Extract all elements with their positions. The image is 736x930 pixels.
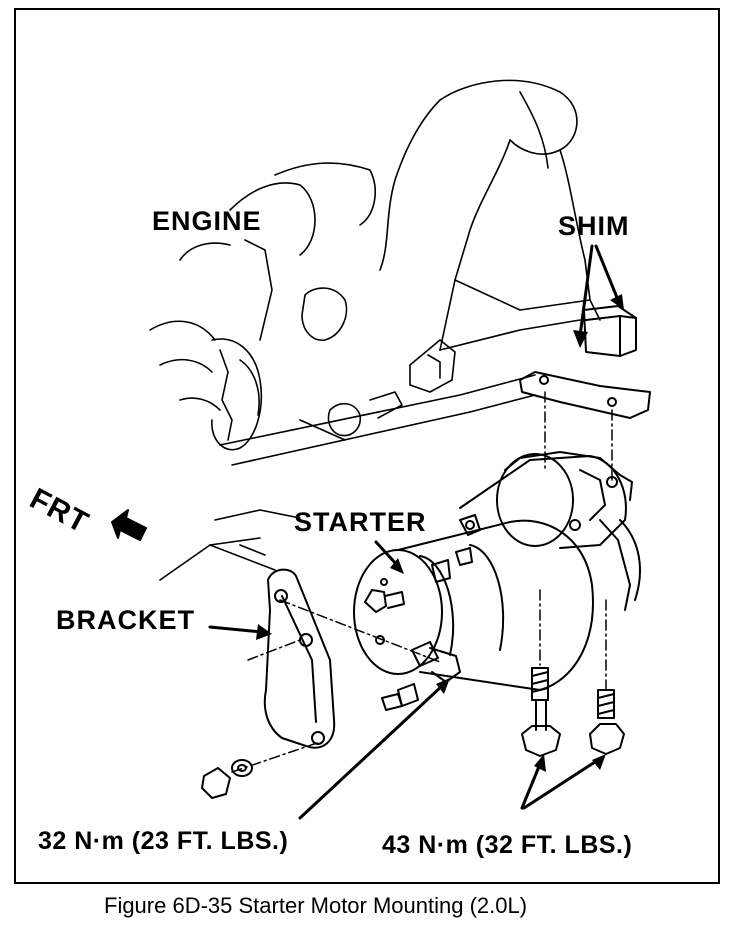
leader-lines <box>208 540 600 820</box>
engine-label: ENGINE <box>152 206 262 236</box>
shim-arrows <box>578 244 620 338</box>
shim-arrowheads <box>573 294 624 348</box>
bracket-label: BRACKET <box>56 605 195 635</box>
shim-drawing <box>519 305 651 419</box>
bracket-drawing <box>263 568 336 749</box>
alignment-lines <box>231 391 613 773</box>
front-arrow-icon <box>111 509 147 541</box>
engine-block-drawing <box>149 79 601 581</box>
torque-spec-left: 32 N·m (23 FT. LBS.) <box>38 827 289 855</box>
figure-caption: Figure 6D-35 Starter Motor Mounting (2.0… <box>104 893 528 918</box>
fasteners-drawing <box>201 641 625 799</box>
figure-frame <box>14 8 720 884</box>
shim-label: SHIM <box>558 211 630 241</box>
leader-arrowheads <box>256 558 606 772</box>
torque-spec-right: 43 N·m (32 FT. LBS.) <box>382 831 633 859</box>
starter-motor-drawing <box>353 451 641 691</box>
starter-label: STARTER <box>294 507 427 537</box>
